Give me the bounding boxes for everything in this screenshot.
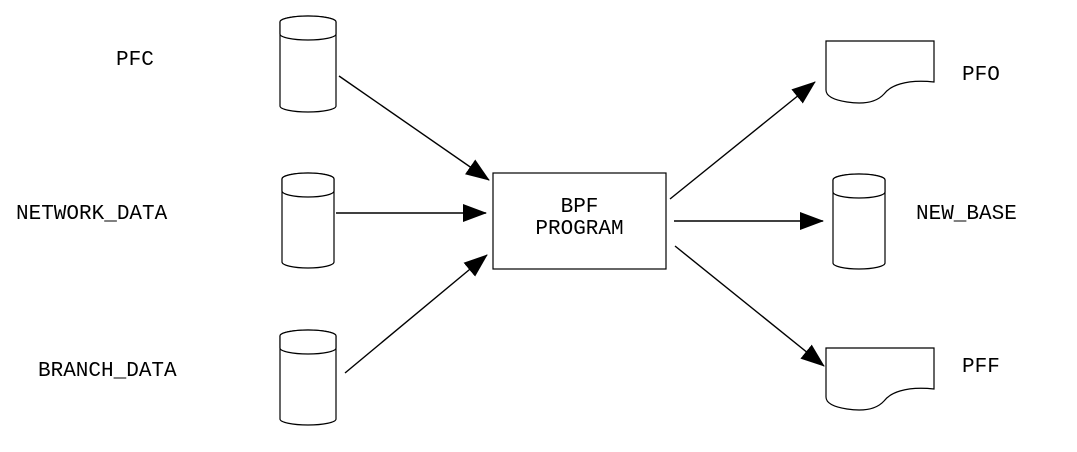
- arrow-branch-data-to-program: [344, 254, 488, 374]
- arrow-pfc-to-program: [338, 75, 490, 181]
- program-label-line1: BPF: [561, 196, 599, 219]
- input-cylinder-network-data: [281, 172, 335, 269]
- input-cylinder-branch-data: [279, 329, 337, 426]
- program-label-line2: PROGRAM: [535, 218, 623, 241]
- output-document-pfo: [825, 40, 935, 104]
- output-label-pfo: PFO: [962, 64, 1000, 87]
- arrow-program-to-pff: [674, 245, 825, 367]
- input-label-network-data: NETWORK_DATA: [16, 203, 168, 226]
- output-document-pff: [825, 347, 935, 411]
- bpf-program-box: BPF PROGRAM: [492, 172, 667, 270]
- output-label-pff: PFF: [962, 356, 1000, 379]
- output-label-new-base: NEW_BASE: [916, 203, 1017, 226]
- input-label-pfc: PFC: [116, 49, 154, 72]
- output-cylinder-new-base: [832, 173, 886, 270]
- input-cylinder-pfc: [279, 15, 337, 113]
- arrow-program-to-pfo: [669, 81, 816, 200]
- input-label-branch-data: BRANCH_DATA: [38, 360, 177, 383]
